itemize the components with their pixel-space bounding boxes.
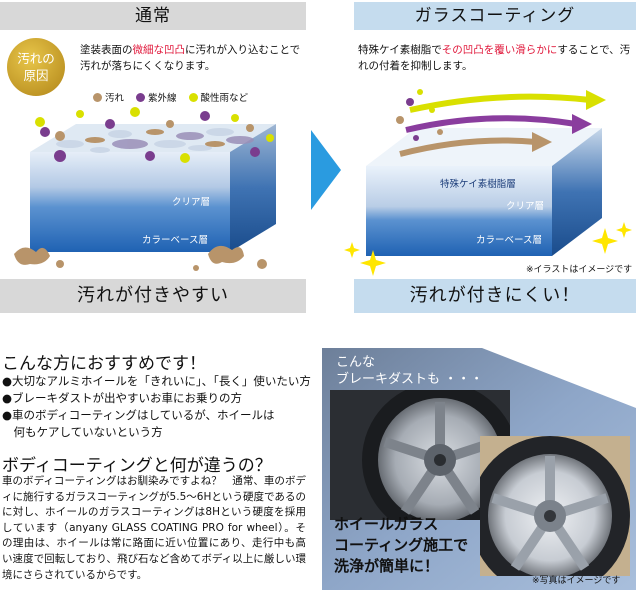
right-header: ガラスコーティング xyxy=(354,2,636,30)
clean-wheel-photo xyxy=(480,436,630,576)
recommend-title: こんな方におすすめです！ xyxy=(2,354,206,374)
illustration-note: ※イラストはイメージです xyxy=(526,265,633,275)
dirt-cause-badge: 汚れの 原因 xyxy=(7,38,65,96)
recommend-item: ●大切なアルミホイールを「きれいに」、「長く」使いたい方 xyxy=(2,374,311,388)
arrow-right-icon xyxy=(311,130,341,210)
left-header: 通常 xyxy=(0,2,306,30)
left-color-base-layer-label: カラーベース層 xyxy=(142,235,209,246)
right-footer: 汚れが付きにくい！ xyxy=(354,279,636,313)
difference-title: ボディコーティングと何が違うの？ xyxy=(2,456,272,476)
left-layer-illustration xyxy=(14,107,276,271)
legend-uv: 紫外線 xyxy=(136,90,177,104)
legend-dirt: 汚れ xyxy=(93,90,124,104)
legend-acid-rain: 酸性雨など xyxy=(188,90,248,104)
right-resin-layer-label: 特殊ケイ素樹脂層 xyxy=(440,179,516,190)
difference-body: 車のボディコーティングはお馴染みですよね？ 通常、車のボディに施行するガラスコー… xyxy=(2,475,306,581)
photo-note: ※写真はイメージです xyxy=(532,576,621,586)
right-description: 特殊ケイ素樹脂でその凹凸を覆い滑らかにすることで、汚れの付着を抑制します。 xyxy=(358,44,631,72)
right-clear-layer-label: クリア層 xyxy=(506,201,545,212)
photo-caption-bottom: ホイールガラス コーティング施工で 洗浄が簡単に！ xyxy=(334,515,469,575)
legend: 汚れ 紫外線 酸性雨など xyxy=(93,90,248,104)
photo-caption-top: こんな ブレーキダストも ・・・ xyxy=(336,355,484,387)
left-clear-layer-label: クリア層 xyxy=(172,197,211,208)
recommend-item: 何もケアしていないという方 xyxy=(2,425,163,439)
left-description: 塗装表面の微細な凹凸に汚れが入り込むことで汚れが落ちにくくなります。 xyxy=(80,44,301,72)
recommend-item: ●ブレーキダストが出やすいお車にお乗りの方 xyxy=(2,391,243,405)
left-footer: 汚れが付きやすい xyxy=(0,279,306,313)
recommend-list: ●大切なアルミホイールを「きれいに」、「長く」使いたい方 ●ブレーキダストが出や… xyxy=(2,373,311,441)
recommend-item: ●車のボディコーティングはしているが、ホイールは xyxy=(2,408,275,422)
right-layer-illustration xyxy=(344,89,632,276)
right-color-base-layer-label: カラーベース層 xyxy=(476,235,543,246)
